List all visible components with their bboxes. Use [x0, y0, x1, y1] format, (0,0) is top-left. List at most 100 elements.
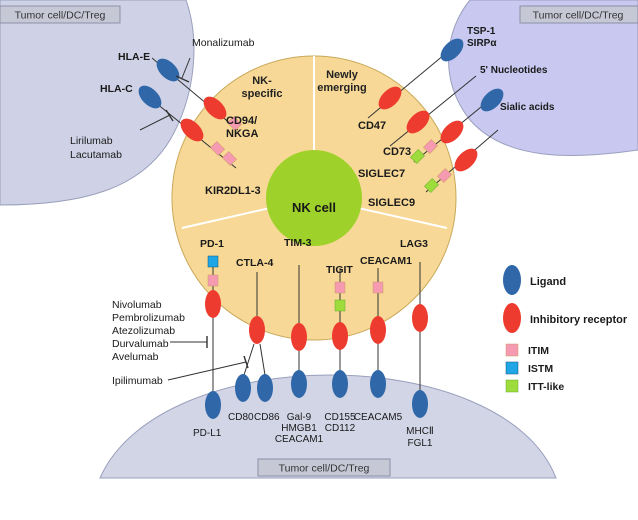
tumor-label-top-left: Tumor cell/DC/Treg [15, 10, 106, 22]
sector-newly-1: Newly [326, 69, 359, 81]
siglec9-itim [437, 168, 452, 183]
tumor-cell-top-right [448, 0, 638, 157]
legend-ligand-label: Ligand [530, 276, 566, 288]
cd86-label: CD86 [254, 412, 280, 423]
cd73-stem [389, 75, 477, 147]
cd155-ligand [332, 370, 348, 398]
avelumab-label: Avelumab [112, 351, 159, 363]
legend-inhibitory-swatch [503, 303, 521, 333]
pd1-receptor [205, 290, 221, 318]
cd86-ligand [257, 374, 273, 402]
sector-newly-2: emerging [317, 82, 367, 94]
ceacam1-receptor [370, 316, 386, 344]
label-box-top-left [0, 5, 121, 24]
ctla4-receptor [249, 316, 265, 344]
ceacam1-lig-label: CEACAM1 [275, 434, 324, 445]
tigit-itim [334, 281, 346, 294]
legend-itim-label: ITIM [528, 345, 549, 357]
cd47-receptor [378, 86, 402, 110]
legend-istm-label: ISTM [528, 363, 553, 375]
hla-e-label: HLA-E [118, 51, 150, 63]
cd155-label: CD155 [324, 412, 356, 423]
hla-c-label: HLA-C [100, 83, 133, 95]
cd47-label: CD47 [358, 120, 386, 132]
tigit-label: TIGIT [326, 264, 353, 276]
monalizumab-pointer [181, 57, 191, 79]
lirilumab-block [165, 109, 174, 122]
ipilimumab-block [243, 355, 249, 369]
nivolumab-label: Nivolumab [112, 299, 162, 311]
pdl1-ligand [205, 391, 221, 419]
nk-cell-label: NK cell [292, 200, 336, 215]
tigit-itt [334, 299, 346, 312]
tsp1-ligand [440, 38, 464, 62]
mhc2-label: MHCⅡ [406, 426, 434, 437]
legend-istm-swatch [505, 361, 519, 375]
tigit-receptor [332, 322, 348, 350]
sialic-label: Sialic acids [500, 102, 555, 113]
cd94-label-1: CD94/ [226, 115, 257, 127]
legend-itt-label: ITT-like [528, 381, 564, 393]
kir-itim-1 [210, 141, 225, 156]
ctla4-branch-right [259, 343, 266, 376]
pd1-istm [207, 255, 219, 268]
pd1-itim [207, 274, 219, 287]
tim3-receptor [291, 323, 307, 351]
cd94-label-2: NKGA [226, 128, 258, 140]
cd94-itim [227, 116, 242, 131]
sirpa-label: SIRPα [467, 38, 497, 49]
cd73-receptor [406, 110, 430, 134]
legend-itim-swatch [505, 343, 519, 357]
siglec7-itim [423, 139, 438, 154]
hla-e-ligand [156, 58, 180, 82]
ipilimumab-pointer [167, 361, 247, 381]
ceacam1-label: CEACAM1 [360, 255, 412, 267]
tumor-cell-top-left [0, 0, 195, 206]
kir-label: KIR2DL1-3 [205, 185, 261, 197]
ceacam5-ligand [370, 370, 386, 398]
legend-itt-swatch [505, 379, 519, 393]
kir-itim-2 [222, 151, 237, 166]
tumor-label-bottom: Tumor cell/DC/Treg [279, 463, 370, 475]
lacutamab-label: Lacutamab [70, 149, 122, 161]
monalizumab-block [175, 75, 190, 83]
tsp1-label: TSP-1 [467, 26, 496, 37]
gal9-ligand [291, 370, 307, 398]
mhc2-ligand [412, 390, 428, 418]
lag3-label: LAG3 [400, 238, 428, 250]
gal9-label: Gal-9 [287, 412, 312, 423]
nucleotides-label: 5' Nucleotides [480, 65, 548, 76]
pdl1-label: PD-L1 [193, 428, 222, 439]
durvalumab-label: Durvalumab [112, 338, 169, 350]
sector-nk-specific-2: specific [242, 88, 283, 100]
fgl1-label: FGL1 [407, 438, 432, 449]
cd112-label: CD112 [325, 423, 356, 434]
lirilumab-label: Lirilumab [70, 135, 113, 147]
cd73-label: CD73 [383, 146, 411, 158]
ctla4-label: CTLA-4 [236, 257, 273, 269]
ceacam5-label: CEACAM5 [354, 412, 403, 423]
siglec7-label: SIGLEC7 [358, 168, 405, 180]
legend-ligand-swatch [503, 265, 521, 295]
ctla4-branch-left [243, 343, 255, 376]
label-box-top-right [519, 5, 638, 24]
ceacam1-itim [372, 281, 384, 294]
hla-c-ligand [138, 85, 162, 109]
siglec7-itt [410, 149, 425, 164]
lirilumab-pointer [139, 114, 171, 131]
atezolizumab-label: Atezolizumab [112, 325, 175, 337]
kir-receptor [180, 118, 204, 142]
tim3-label: TIM-3 [284, 237, 312, 249]
pd1-label: PD-1 [200, 238, 224, 250]
label-box-bottom [257, 458, 391, 477]
tumor-label-top-right: Tumor cell/DC/Treg [533, 10, 624, 22]
ipilimumab-label: Ipilimumab [112, 375, 163, 387]
pembrolizumab-label: Pembrolizumab [112, 312, 185, 324]
monalizumab-label: Monalizumab [192, 37, 255, 49]
siglec7-receptor [440, 120, 464, 144]
hmgb1-label: HMGB1 [281, 423, 317, 434]
siglec9-receptor [454, 148, 478, 172]
cd94-receptor [203, 96, 227, 120]
sialic-ligand [480, 88, 504, 112]
